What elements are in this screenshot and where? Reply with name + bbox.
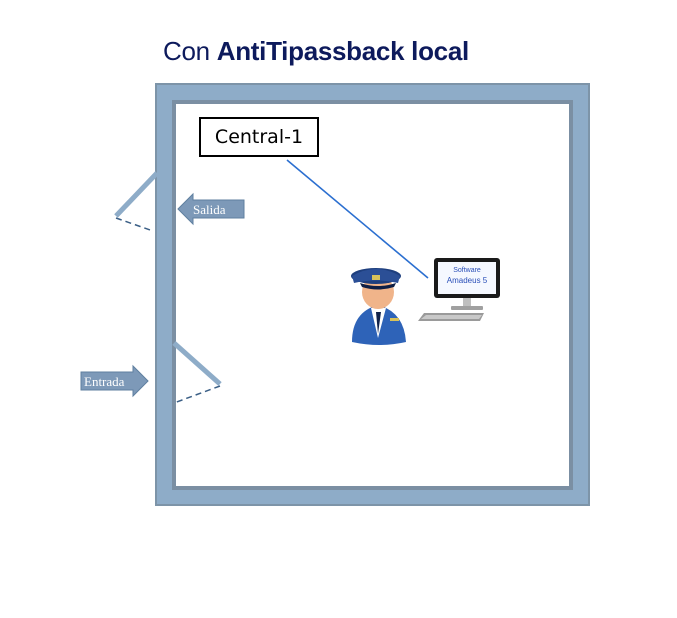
title-prefix: Con (163, 36, 210, 66)
connection-line (286, 159, 429, 279)
central-label: Central-1 (214, 126, 304, 148)
diagram-title: Con AntiTipassback local (163, 36, 469, 67)
screen-line2: Amadeus 5 (446, 276, 488, 285)
entry-label: Entrada (84, 374, 125, 389)
entry-door (172, 341, 222, 404)
security-guard-icon (351, 268, 406, 345)
desktop-computer-icon (418, 258, 500, 321)
entry-arrow (80, 364, 149, 398)
exit-label: Salida (193, 202, 226, 217)
central-controller: Central-1 (199, 117, 319, 157)
exit-door (114, 171, 159, 232)
exit-arrow (177, 192, 245, 226)
screen-line1: Software (453, 267, 481, 274)
title-bold: AntiTipassback local (216, 36, 469, 66)
